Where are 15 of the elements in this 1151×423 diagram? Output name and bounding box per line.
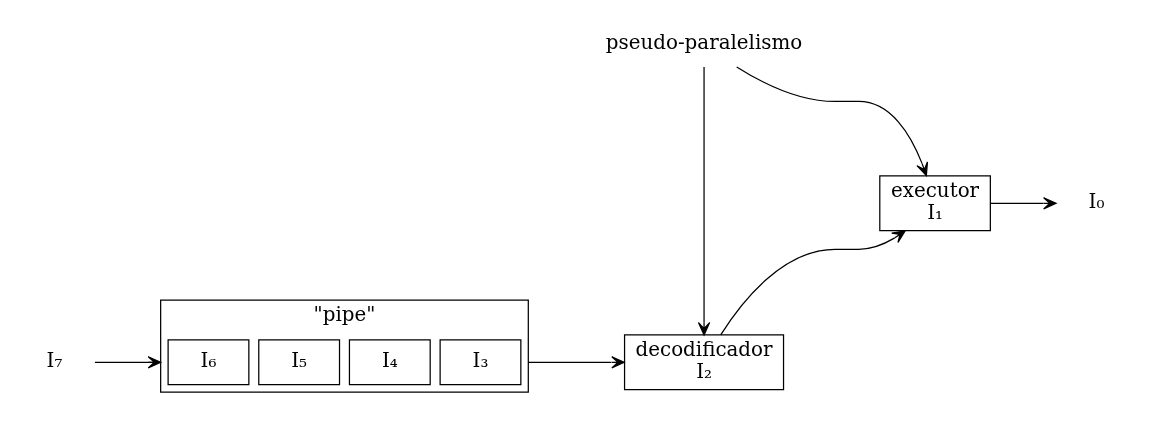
arrow: [527, 355, 625, 368]
node-text: pseudo-paralelismo: [605, 30, 803, 54]
node-box: executor I₁: [879, 174, 991, 231]
arrow: [736, 65, 929, 176]
node-box: decodificador I₂: [623, 333, 785, 390]
arrow: [720, 229, 906, 336]
node-box: I₆: [167, 338, 250, 385]
arrow: [94, 355, 162, 368]
node-text: I₇: [46, 348, 63, 372]
arrow: [989, 196, 1057, 209]
node-box: I₃: [439, 338, 522, 385]
node-box: I₅: [258, 338, 341, 385]
node-box: I₄: [348, 338, 431, 385]
node-text: I₀: [1088, 189, 1105, 213]
arrow: [697, 65, 711, 336]
